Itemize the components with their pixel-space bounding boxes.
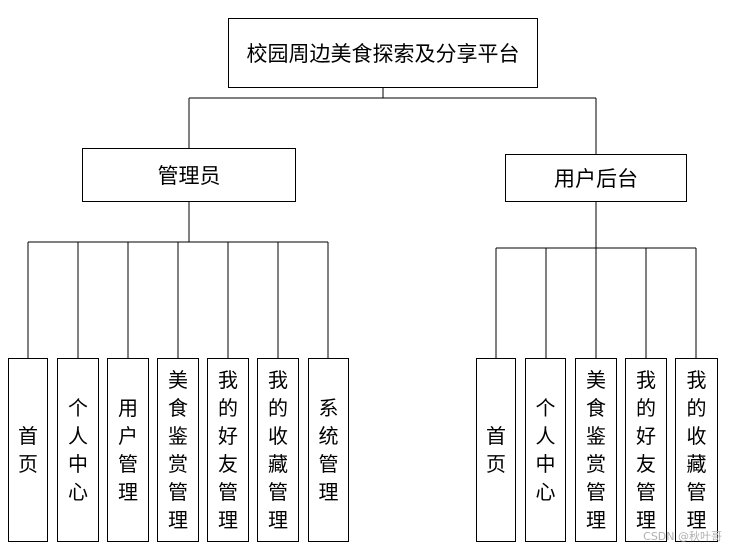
root-node: 校园周边美食探索及分享平台 bbox=[228, 18, 538, 88]
user-child-my-favorites: 我的收藏管理 bbox=[675, 358, 718, 542]
user-backend-node-label: 用户后台 bbox=[554, 167, 638, 191]
root-node-label: 校园周边美食探索及分享平台 bbox=[246, 42, 520, 66]
admin-child-user-management: 用户管理 bbox=[107, 358, 149, 542]
user-child-personal-center: 个人中心 bbox=[525, 358, 566, 542]
user-child-my-friends: 我的好友管理 bbox=[625, 358, 667, 542]
user-child-label: 美食鉴赏管理 bbox=[586, 368, 606, 532]
user-child-label: 我的好友管理 bbox=[636, 368, 656, 532]
admin-child-my-friends: 我的好友管理 bbox=[207, 358, 249, 542]
user-backend-node: 用户后台 bbox=[505, 154, 687, 202]
admin-node: 管理员 bbox=[82, 148, 296, 202]
user-child-label: 个人中心 bbox=[535, 396, 556, 504]
admin-child-label: 我的好友管理 bbox=[218, 368, 238, 532]
admin-child-my-favorites: 我的收藏管理 bbox=[257, 358, 299, 542]
admin-child-label: 用户管理 bbox=[118, 396, 138, 504]
user-child-home: 首页 bbox=[476, 358, 516, 542]
admin-child-system-management: 系统管理 bbox=[308, 358, 349, 542]
admin-child-home: 首页 bbox=[8, 358, 48, 542]
admin-child-label: 首页 bbox=[18, 424, 38, 476]
user-child-label: 首页 bbox=[486, 424, 506, 476]
admin-child-label: 我的收藏管理 bbox=[268, 368, 288, 532]
user-child-label: 我的收藏管理 bbox=[686, 368, 707, 532]
watermark: CSDN @秋叶哥 bbox=[643, 530, 722, 543]
admin-child-label: 美食鉴赏管理 bbox=[168, 368, 188, 532]
admin-child-label: 系统管理 bbox=[318, 396, 339, 504]
user-child-food-appreciation: 美食鉴赏管理 bbox=[575, 358, 617, 542]
admin-child-label: 个人中心 bbox=[68, 396, 88, 504]
admin-node-label: 管理员 bbox=[157, 164, 221, 188]
admin-child-personal-center: 个人中心 bbox=[57, 358, 99, 542]
admin-child-food-appreciation: 美食鉴赏管理 bbox=[157, 358, 199, 542]
